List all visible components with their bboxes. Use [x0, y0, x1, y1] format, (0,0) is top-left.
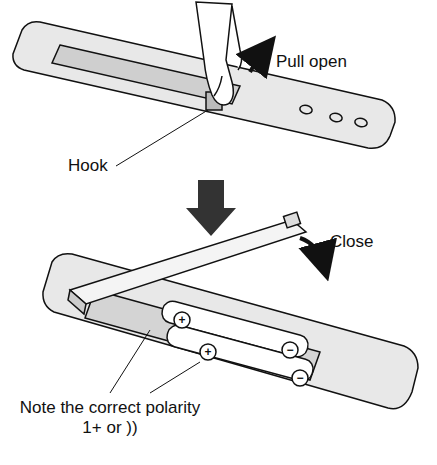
- polarity-symbol: −: [286, 344, 293, 356]
- leader-line: [150, 362, 200, 393]
- close-arrow: [300, 238, 324, 266]
- hand: [196, 2, 242, 105]
- step-arrow: [186, 180, 236, 236]
- polarity-symbol: −: [296, 372, 303, 384]
- leader-line: [116, 110, 208, 166]
- step-label: Pull open: [276, 52, 347, 72]
- step-label: Close: [330, 232, 373, 252]
- polarity-symbol: +: [178, 314, 185, 326]
- remote-bottom: [43, 212, 418, 409]
- pull-arrow: [250, 48, 266, 72]
- polarity-symbol: +: [204, 346, 211, 358]
- leader-line: [110, 330, 150, 393]
- part-label: Hook: [68, 156, 108, 176]
- note-text: Note the correct polarity 1+ or )): [10, 398, 210, 439]
